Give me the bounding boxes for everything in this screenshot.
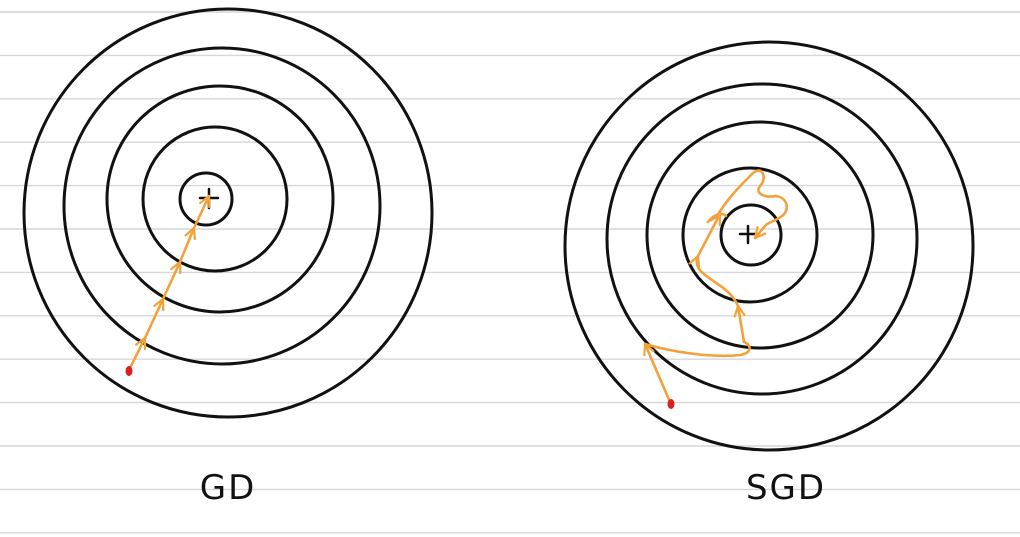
- gd-step-3: [161, 260, 180, 301]
- sgd-contours: [563, 40, 975, 452]
- sgd-contour-2: [605, 82, 919, 396]
- sgd-wiggle: [706, 212, 728, 224]
- sgd-start-point: [667, 399, 675, 409]
- sgd-contour-4: [681, 166, 819, 304]
- gd-step-1: [128, 336, 147, 370]
- sgd-contour-1: [563, 40, 975, 452]
- gd-descent-path: [128, 194, 209, 370]
- gd-panel: [22, 7, 434, 419]
- gd-label: GD: [199, 468, 257, 508]
- gd-step-4: [178, 226, 194, 264]
- gd-contour-3: [105, 84, 335, 314]
- sgd-panel: [563, 40, 975, 452]
- sgd-step-3: [697, 254, 740, 308]
- gd-step-2: [143, 297, 163, 340]
- gd-contour-4: [141, 125, 289, 273]
- sgd-contour-3: [645, 120, 875, 350]
- sgd-step-4: [696, 212, 722, 258]
- sgd-step-1: [645, 342, 672, 404]
- sgd-label: SGD: [745, 468, 827, 508]
- sgd-step-6: [753, 194, 789, 240]
- gd-step-5: [192, 194, 209, 230]
- sgd-step-2: [643, 304, 751, 358]
- gd-contour-2: [62, 46, 382, 366]
- gd-contours: [22, 7, 434, 419]
- gd-contour-5: [178, 171, 234, 227]
- gd-start-point: [125, 366, 133, 376]
- sgd-step-5: [714, 169, 778, 220]
- sgd-descent-path: [643, 169, 789, 404]
- gd-contour-1: [22, 7, 434, 419]
- sgd-contour-5: [719, 203, 783, 267]
